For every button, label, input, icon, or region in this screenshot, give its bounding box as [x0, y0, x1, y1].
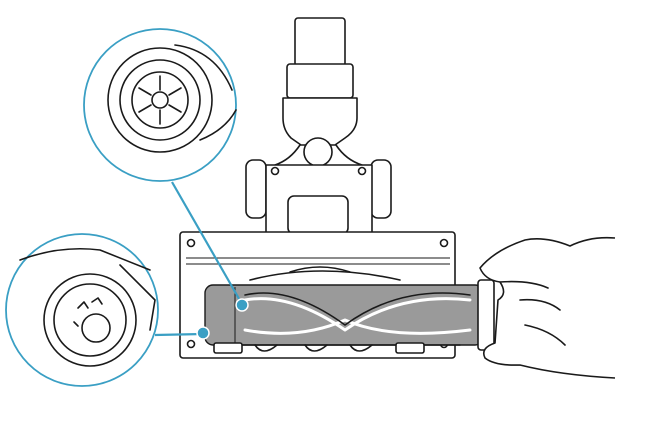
callout-leaders	[154, 181, 249, 340]
brush-roller	[204, 279, 495, 354]
wand-connector	[274, 17, 363, 167]
hand-illustration	[479, 236, 616, 379]
wheels	[245, 159, 392, 219]
callout-socket-detail	[5, 233, 159, 387]
callout-brush-end-detail	[83, 28, 237, 182]
